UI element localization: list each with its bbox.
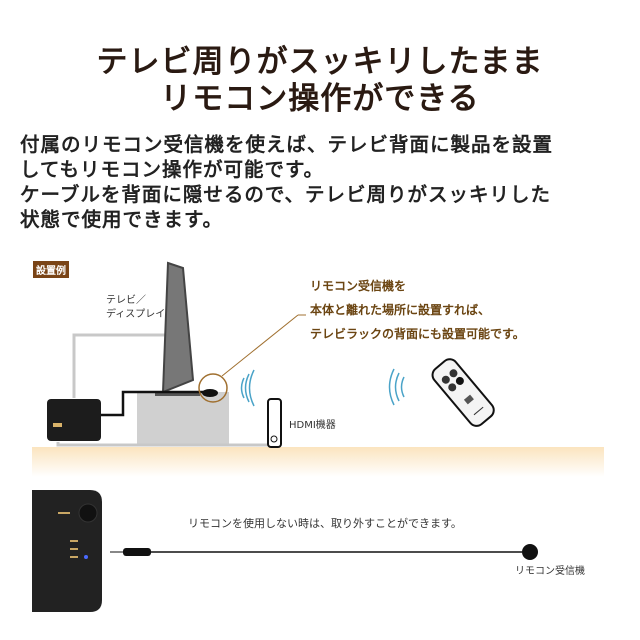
receiver-label: リモコン受信機 <box>515 566 585 577</box>
note-line-3: テレビラックの背面にも設置可能です。 <box>310 327 525 341</box>
cable-gray-bottom <box>56 442 270 447</box>
title-line-2: リモコン操作ができる <box>160 81 480 117</box>
body-line-3: ケーブルを背面に隠せるので、テレビ周りがスッキリした <box>20 183 552 206</box>
remote-control-icon <box>431 358 495 427</box>
tv-stand <box>155 392 200 396</box>
note-line-2: 本体と離れた場所に設置すれば、 <box>310 303 491 317</box>
note-leader <box>221 314 299 377</box>
highlight-circle <box>198 373 228 403</box>
note-line-1: リモコン受信機を <box>310 279 407 293</box>
wifi-signal-icon <box>240 368 405 407</box>
plug <box>123 548 151 556</box>
detach-caption: リモコンを使用しない時は、取り外すことができます。 <box>188 517 462 530</box>
tv-rack <box>137 392 229 446</box>
switcher-box <box>47 399 101 441</box>
body-line-2: してもリモコン操作が可能です。 <box>20 158 324 181</box>
tv-display <box>161 261 195 394</box>
receiver-eye <box>522 544 538 560</box>
hdmi-device <box>267 398 282 448</box>
tv-label-2: ディスプレイ <box>106 309 166 320</box>
cable-gray <box>72 333 168 398</box>
title-line-1: テレビ周りがスッキリしたまま <box>96 44 544 80</box>
floor <box>32 447 604 477</box>
receiver-small <box>202 389 218 397</box>
hdmi-device-label: HDMI機器 <box>289 420 336 431</box>
example-badge: 設置例 <box>33 261 69 278</box>
body-line-4: 状態で使用できます。 <box>20 208 224 231</box>
body-line-1: 付属のリモコン受信機を使えば、テレビ背面に製品を設置 <box>20 133 554 156</box>
tv-label-1: テレビ／ <box>106 295 146 306</box>
cable-black <box>100 390 208 417</box>
